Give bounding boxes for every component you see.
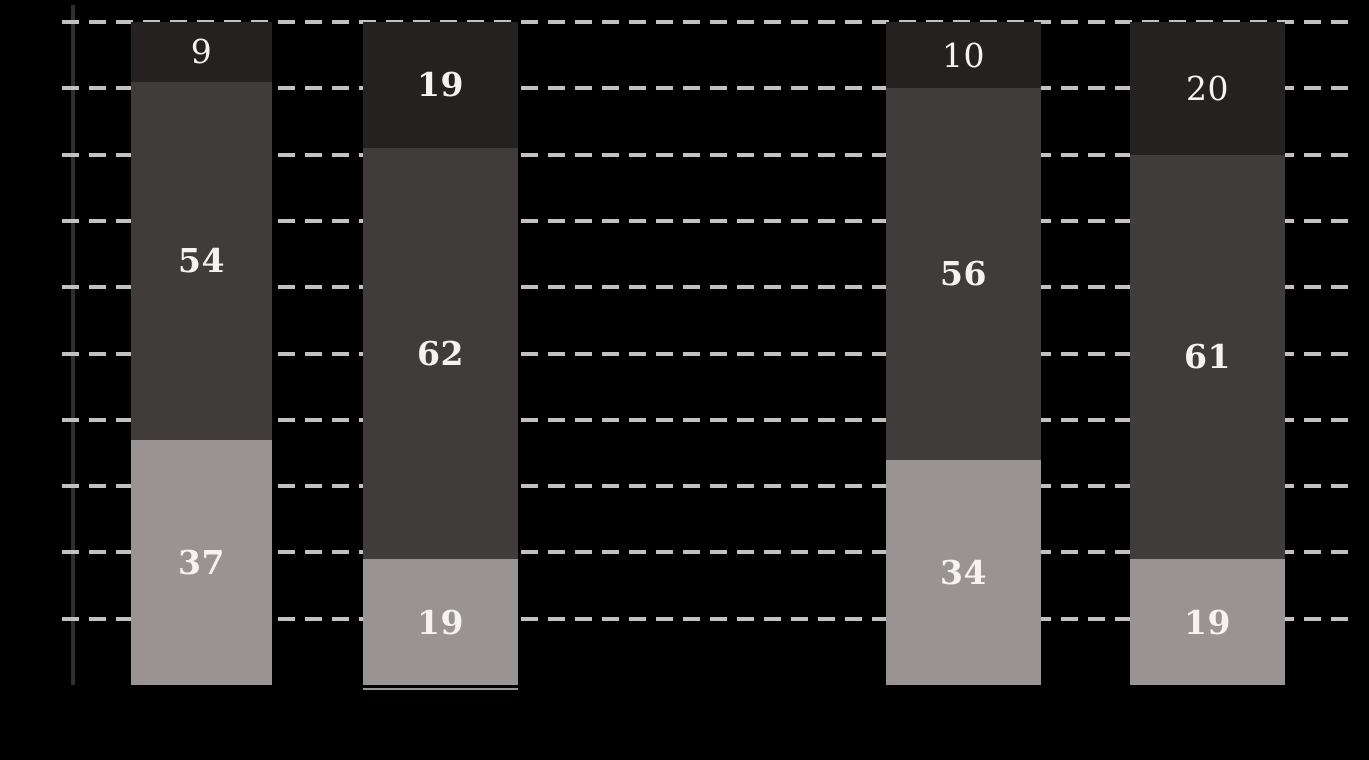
segment-value-label: 20: [1186, 68, 1229, 108]
bar: 9 54 37: [131, 22, 272, 685]
bar-segment: 34: [886, 459, 1041, 685]
segment-value-label: 62: [417, 333, 464, 373]
y-axis-line: [71, 5, 75, 685]
gridline: [62, 152, 1355, 157]
bar: 20 61 19: [1130, 22, 1285, 685]
gridline: [62, 616, 1355, 621]
gridline: [62, 86, 1355, 91]
segment-value-label: 19: [417, 602, 464, 642]
segment-value-label: 56: [940, 254, 987, 294]
gridline: [62, 417, 1355, 422]
gridline: [62, 550, 1355, 555]
bar-segment: 19: [363, 22, 518, 148]
bar: 19 62 19: [363, 22, 518, 690]
segment-value-label: 34: [940, 552, 987, 592]
segment-value-label: 19: [417, 65, 464, 105]
bar-segment: 61: [1130, 154, 1285, 560]
bar-segment: 19: [1130, 559, 1285, 685]
gridline: [62, 285, 1355, 290]
bar-segment: 62: [363, 147, 518, 560]
segment-value-label: 10: [942, 35, 985, 75]
bar-segment: 9: [131, 22, 272, 82]
segment-value-label: 37: [178, 542, 225, 582]
bar-segment: 19: [363, 559, 518, 685]
gridline: [62, 484, 1355, 489]
bar-segment: 37: [131, 439, 272, 685]
bar-segment: 10: [886, 22, 1041, 89]
segment-value-label: 9: [190, 32, 213, 72]
gridline: [62, 218, 1355, 223]
segment-value-label: 54: [178, 241, 225, 281]
gridline: [62, 351, 1355, 356]
bar: 10 56 34: [886, 22, 1041, 685]
segment-value-label: 19: [1184, 602, 1231, 642]
bar-segment: 20: [1130, 22, 1285, 155]
emphasis-underline: [363, 688, 518, 690]
segment-value-label: 61: [1184, 337, 1231, 377]
gridline: [62, 20, 1355, 24]
bar-segment: 56: [886, 88, 1041, 460]
bar-segment: 54: [131, 81, 272, 440]
